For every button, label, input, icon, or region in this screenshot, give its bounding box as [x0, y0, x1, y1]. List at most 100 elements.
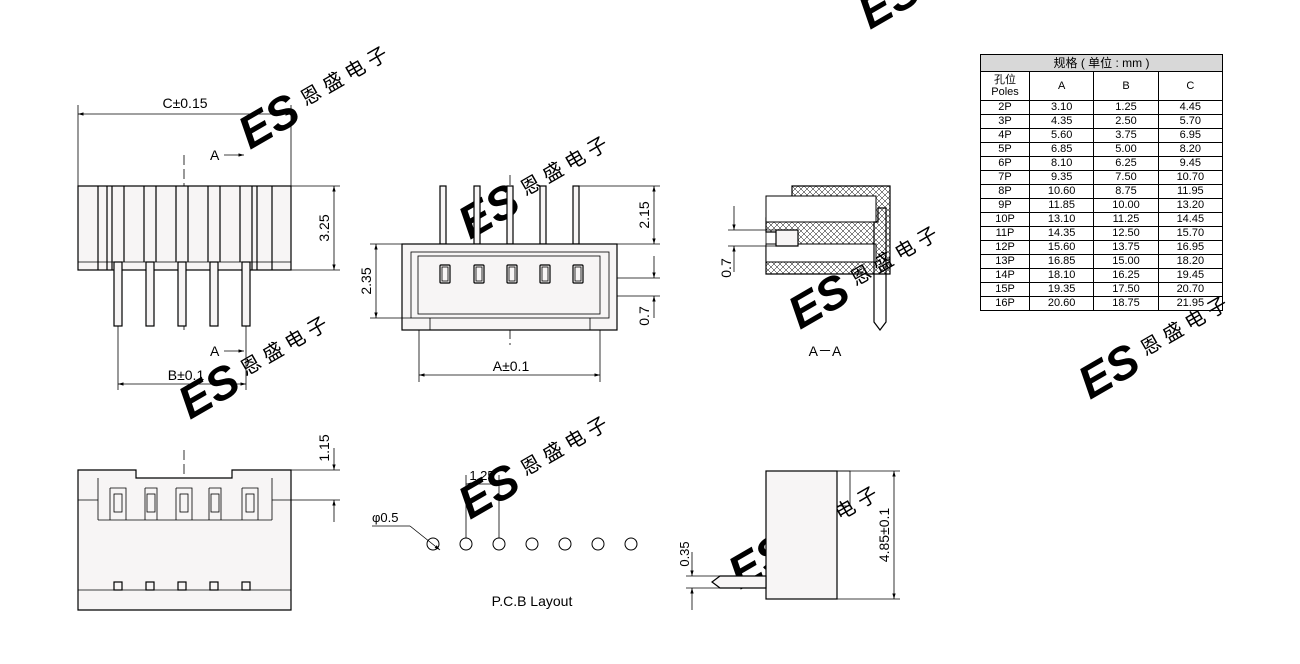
pcb-hole [558, 537, 572, 551]
cell-a: 4.35 [1028, 114, 1095, 129]
cell-a: 3.10 [1028, 100, 1095, 115]
cell-poles: 15P [980, 282, 1030, 297]
col-poles-en: Poles [991, 86, 1019, 98]
cell-b: 8.75 [1093, 184, 1159, 199]
cell-c: 14.45 [1157, 212, 1224, 227]
cell-b: 12.50 [1093, 226, 1159, 241]
dim-07-section-label: 0.7 [718, 258, 734, 278]
front-view: 2.15 2.35 0.7 A±0.1 [358, 175, 660, 382]
cell-a: 16.85 [1028, 254, 1095, 269]
pitch-label: 1.25 [469, 468, 494, 483]
cell-poles: 7P [980, 170, 1030, 185]
cell-a: 8.10 [1028, 156, 1095, 171]
top-view-pins [113, 261, 251, 327]
watermark-chars: 恩 盛 电 子 [237, 312, 332, 380]
pcb-hole [492, 537, 506, 551]
dim-235-label: 2.35 [358, 267, 374, 294]
cell-c: 21.95 [1157, 296, 1224, 311]
front-view-contacts [439, 264, 584, 284]
cell-c: 10.70 [1157, 170, 1224, 185]
cell-b: 5.00 [1093, 142, 1159, 157]
bottom-view: 1.15 [77, 434, 340, 611]
cell-poles: 9P [980, 198, 1030, 213]
watermark-chars: 恩 盛 电 子 [517, 132, 612, 200]
cell-a: 10.60 [1028, 184, 1095, 199]
cell-b: 17.50 [1093, 282, 1159, 297]
cell-a: 6.85 [1028, 142, 1095, 157]
cell-b: 15.00 [1093, 254, 1159, 269]
top-view-slots [97, 186, 273, 270]
cell-poles: 6P [980, 156, 1030, 171]
cell-c: 15.70 [1157, 226, 1224, 241]
watermark-chars: 恩 盛 电 子 [297, 42, 392, 110]
col-b: B [1093, 71, 1159, 101]
pcb-holes [426, 537, 638, 551]
dim-035-label: 0.35 [677, 541, 692, 566]
cell-a: 20.60 [1028, 296, 1095, 311]
cell-poles: 11P [980, 226, 1030, 241]
top-view: C±0.15 3.25 A A B±0.1 [77, 95, 340, 390]
cell-b: 3.75 [1093, 128, 1159, 143]
watermark-chars: 恩 盛 电 子 [517, 412, 612, 480]
watermark-brand: ES [229, 83, 308, 159]
col-c: C [1157, 71, 1224, 101]
cell-c: 11.95 [1157, 184, 1224, 199]
cell-poles: 16P [980, 296, 1030, 311]
dim-07-front-label: 0.7 [636, 306, 652, 326]
cell-b: 10.00 [1093, 198, 1159, 213]
side-view: 4.85±0.1 0.35 [677, 470, 900, 610]
cell-poles: 2P [980, 100, 1030, 115]
dim-b-label: B±0.1 [168, 367, 205, 383]
cell-a: 9.35 [1028, 170, 1095, 185]
watermark-brand: ES [169, 353, 248, 429]
dim-a-label: A±0.1 [493, 358, 530, 374]
dim-325-label: 3.25 [316, 214, 332, 241]
cell-a: 14.35 [1028, 226, 1095, 241]
cell-a: 11.85 [1028, 198, 1095, 213]
cell-poles: 5P [980, 142, 1030, 157]
cell-poles: 12P [980, 240, 1030, 255]
col-poles-cn: 孔位 [994, 74, 1016, 86]
pcb-hole [459, 537, 473, 551]
cell-a: 19.35 [1028, 282, 1095, 297]
cell-a: 13.10 [1028, 212, 1095, 227]
cell-c: 6.95 [1157, 128, 1224, 143]
cell-poles: 4P [980, 128, 1030, 143]
col-a: A [1028, 71, 1095, 101]
cell-a: 15.60 [1028, 240, 1095, 255]
cell-b: 6.25 [1093, 156, 1159, 171]
dim-485-label: 4.85±0.1 [876, 508, 892, 563]
section-mark-bottom: A [210, 343, 220, 359]
dim-215-label: 2.15 [636, 201, 652, 228]
cell-a: 18.10 [1028, 268, 1095, 283]
watermark-brand: ES [449, 453, 528, 529]
cell-c: 20.70 [1157, 282, 1224, 297]
cell-poles: 10P [980, 212, 1030, 227]
cell-b: 11.25 [1093, 212, 1159, 227]
cell-b: 2.50 [1093, 114, 1159, 129]
cell-c: 18.20 [1157, 254, 1224, 269]
col-poles: 孔位 Poles [980, 71, 1030, 101]
cell-b: 7.50 [1093, 170, 1159, 185]
cell-poles: 14P [980, 268, 1030, 283]
pcb-hole [624, 537, 638, 551]
cell-c: 8.20 [1157, 142, 1224, 157]
hole-dia-label: φ0.5 [372, 510, 399, 525]
cell-c: 4.45 [1157, 100, 1224, 115]
pcb-layout: 1.25 φ0.5 P.C.B Layout [372, 468, 638, 609]
cell-poles: 13P [980, 254, 1030, 269]
